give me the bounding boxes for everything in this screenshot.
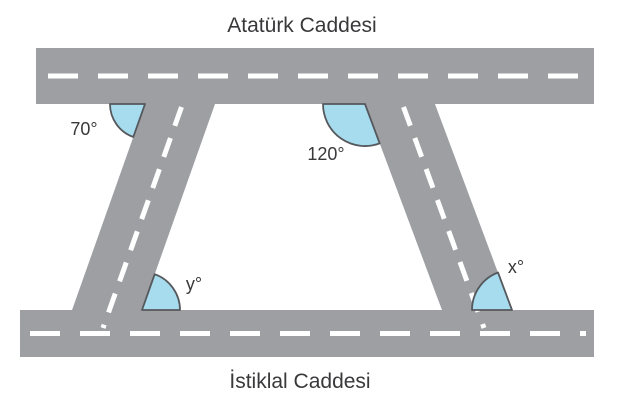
angle-y-label: y° <box>186 274 202 294</box>
left-connector-center-line <box>100 106 184 329</box>
angle-x-arc <box>471 271 513 311</box>
angle-70-label: 70° <box>70 119 97 139</box>
bottom-street-label: İstiklal Caddesi <box>229 370 370 393</box>
top-street-label: Atatürk Caddesi <box>227 14 376 37</box>
angle-70-arc <box>109 103 146 138</box>
labels-group: Atatürk Caddesi İstiklal Caddesi 70° 120… <box>70 14 524 393</box>
angle-120-label: 120° <box>307 144 344 164</box>
angle-y-arc <box>141 273 181 311</box>
right-connector-center-line <box>401 106 487 329</box>
angle-marks-group <box>109 103 513 311</box>
angle-x-label: x° <box>508 257 524 277</box>
angle-120-arc <box>322 103 381 147</box>
lane-markings-group <box>30 73 586 336</box>
